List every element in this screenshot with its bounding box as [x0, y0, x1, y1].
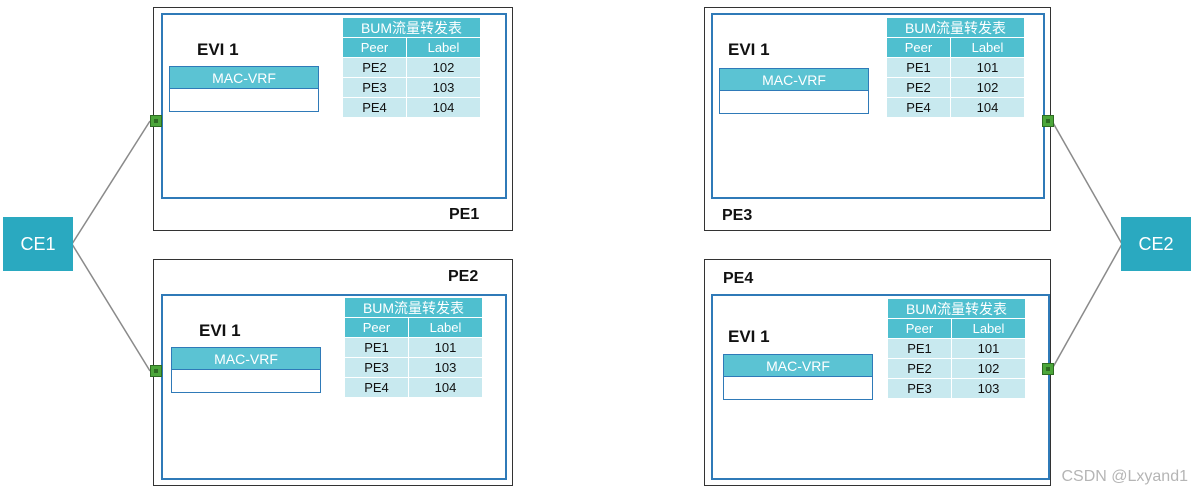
table-row: PE4 104 — [343, 98, 480, 117]
label-cell: 101 — [951, 58, 1024, 77]
peer-cell: PE1 — [887, 58, 950, 77]
pe1-mac-vrf-label: MAC-VRF — [170, 67, 318, 89]
link-ce1-pe1 — [71, 120, 151, 245]
pe1-box: EVI 1 MAC-VRF BUM流量转发表 Peer Label PE2 10… — [153, 7, 513, 231]
pe4-mac-vrf-label: MAC-VRF — [724, 355, 872, 377]
pe3-bum-table: BUM流量转发表 Peer Label PE1 101 PE2 102 PE4 … — [887, 18, 1024, 118]
pe3-box: EVI 1 MAC-VRF BUM流量转发表 Peer Label PE1 10… — [704, 7, 1051, 231]
pe1-bum-title: BUM流量转发表 — [343, 18, 480, 37]
label-cell: 102 — [407, 58, 480, 77]
pe3-name: PE3 — [722, 207, 753, 224]
pe4-bum-header: Peer Label — [888, 319, 1025, 338]
pe1-name: PE1 — [449, 206, 480, 223]
label-cell: 102 — [952, 359, 1025, 378]
peer-cell: PE4 — [345, 378, 408, 397]
pe4-name: PE4 — [723, 270, 754, 287]
pe3-mac-vrf: MAC-VRF — [719, 68, 869, 114]
table-row: PE1 101 — [345, 338, 482, 357]
table-row: PE3 103 — [343, 78, 480, 97]
label-cell: 102 — [951, 78, 1024, 97]
label-cell: 104 — [409, 378, 482, 397]
pe4-mac-vrf: MAC-VRF — [723, 354, 873, 400]
link-ce1-pe2 — [71, 243, 151, 372]
pe4-evi-label: EVI 1 — [728, 327, 770, 346]
peer-header: Peer — [345, 318, 408, 337]
pe3-mac-vrf-label: MAC-VRF — [720, 69, 868, 91]
pe4-evi-box: EVI 1 MAC-VRF BUM流量转发表 Peer Label PE1 10… — [711, 294, 1050, 480]
label-cell: 103 — [407, 78, 480, 97]
peer-cell: PE1 — [888, 339, 951, 358]
label-cell: 101 — [409, 338, 482, 357]
label-cell: 101 — [952, 339, 1025, 358]
peer-cell: PE2 — [888, 359, 951, 378]
label-header: Label — [409, 318, 482, 337]
peer-header: Peer — [343, 38, 406, 57]
table-row: PE1 101 — [888, 339, 1025, 358]
pe2-name: PE2 — [448, 268, 479, 285]
table-row: PE4 104 — [345, 378, 482, 397]
pe1-bum-table: BUM流量转发表 Peer Label PE2 102 PE3 103 PE4 … — [343, 18, 480, 118]
pe2-mac-vrf-label: MAC-VRF — [172, 348, 320, 370]
label-cell: 103 — [409, 358, 482, 377]
label-header: Label — [407, 38, 480, 57]
label-cell: 104 — [951, 98, 1024, 117]
pe2-evi-label: EVI 1 — [199, 321, 241, 340]
pe1-evi-label: EVI 1 — [197, 40, 239, 59]
pe1-evi-box: EVI 1 MAC-VRF BUM流量转发表 Peer Label PE2 10… — [161, 13, 507, 199]
pe2-port-icon[interactable] — [150, 365, 162, 377]
pe4-port-icon[interactable] — [1042, 363, 1054, 375]
pe4-bum-title: BUM流量转发表 — [888, 299, 1025, 318]
pe3-bum-title: BUM流量转发表 — [887, 18, 1024, 37]
pe4-bum-table: BUM流量转发表 Peer Label PE1 101 PE2 102 PE3 … — [888, 299, 1025, 399]
label-header: Label — [951, 38, 1024, 57]
pe2-bum-table: BUM流量转发表 Peer Label PE1 101 PE3 103 PE4 … — [345, 298, 482, 398]
table-row: PE3 103 — [345, 358, 482, 377]
table-row: PE2 102 — [343, 58, 480, 77]
pe2-mac-vrf: MAC-VRF — [171, 347, 321, 393]
pe4-box: PE4 EVI 1 MAC-VRF BUM流量转发表 Peer Label PE… — [704, 259, 1051, 486]
table-row: PE4 104 — [887, 98, 1024, 117]
label-header: Label — [952, 319, 1025, 338]
peer-cell: PE4 — [343, 98, 406, 117]
pe3-evi-box: EVI 1 MAC-VRF BUM流量转发表 Peer Label PE1 10… — [711, 13, 1045, 199]
label-cell: 103 — [952, 379, 1025, 398]
table-row: PE3 103 — [888, 379, 1025, 398]
pe3-port-icon[interactable] — [1042, 115, 1054, 127]
peer-cell: PE3 — [343, 78, 406, 97]
pe1-port-icon[interactable] — [150, 115, 162, 127]
table-row: PE2 102 — [887, 78, 1024, 97]
pe1-mac-vrf: MAC-VRF — [169, 66, 319, 112]
ce2-device[interactable]: CE2 — [1121, 217, 1191, 271]
peer-header: Peer — [887, 38, 950, 57]
pe3-evi-label: EVI 1 — [728, 40, 770, 59]
peer-cell: PE3 — [345, 358, 408, 377]
pe2-box: PE2 EVI 1 MAC-VRF BUM流量转发表 Peer Label PE… — [153, 259, 513, 486]
link-ce2-pe3 — [1051, 120, 1123, 245]
table-row: PE2 102 — [888, 359, 1025, 378]
pe1-bum-header: Peer Label — [343, 38, 480, 57]
table-row: PE1 101 — [887, 58, 1024, 77]
peer-cell: PE4 — [887, 98, 950, 117]
pe2-evi-box: EVI 1 MAC-VRF BUM流量转发表 Peer Label PE1 10… — [161, 294, 507, 480]
pe2-bum-header: Peer Label — [345, 318, 482, 337]
peer-cell: PE2 — [343, 58, 406, 77]
ce1-device[interactable]: CE1 — [3, 217, 73, 271]
peer-cell: PE3 — [888, 379, 951, 398]
peer-cell: PE2 — [887, 78, 950, 97]
watermark: CSDN @Lxyand1 — [1061, 468, 1188, 485]
pe2-bum-title: BUM流量转发表 — [345, 298, 482, 317]
label-cell: 104 — [407, 98, 480, 117]
pe3-bum-header: Peer Label — [887, 38, 1024, 57]
link-ce2-pe4 — [1051, 243, 1123, 370]
peer-header: Peer — [888, 319, 951, 338]
peer-cell: PE1 — [345, 338, 408, 357]
